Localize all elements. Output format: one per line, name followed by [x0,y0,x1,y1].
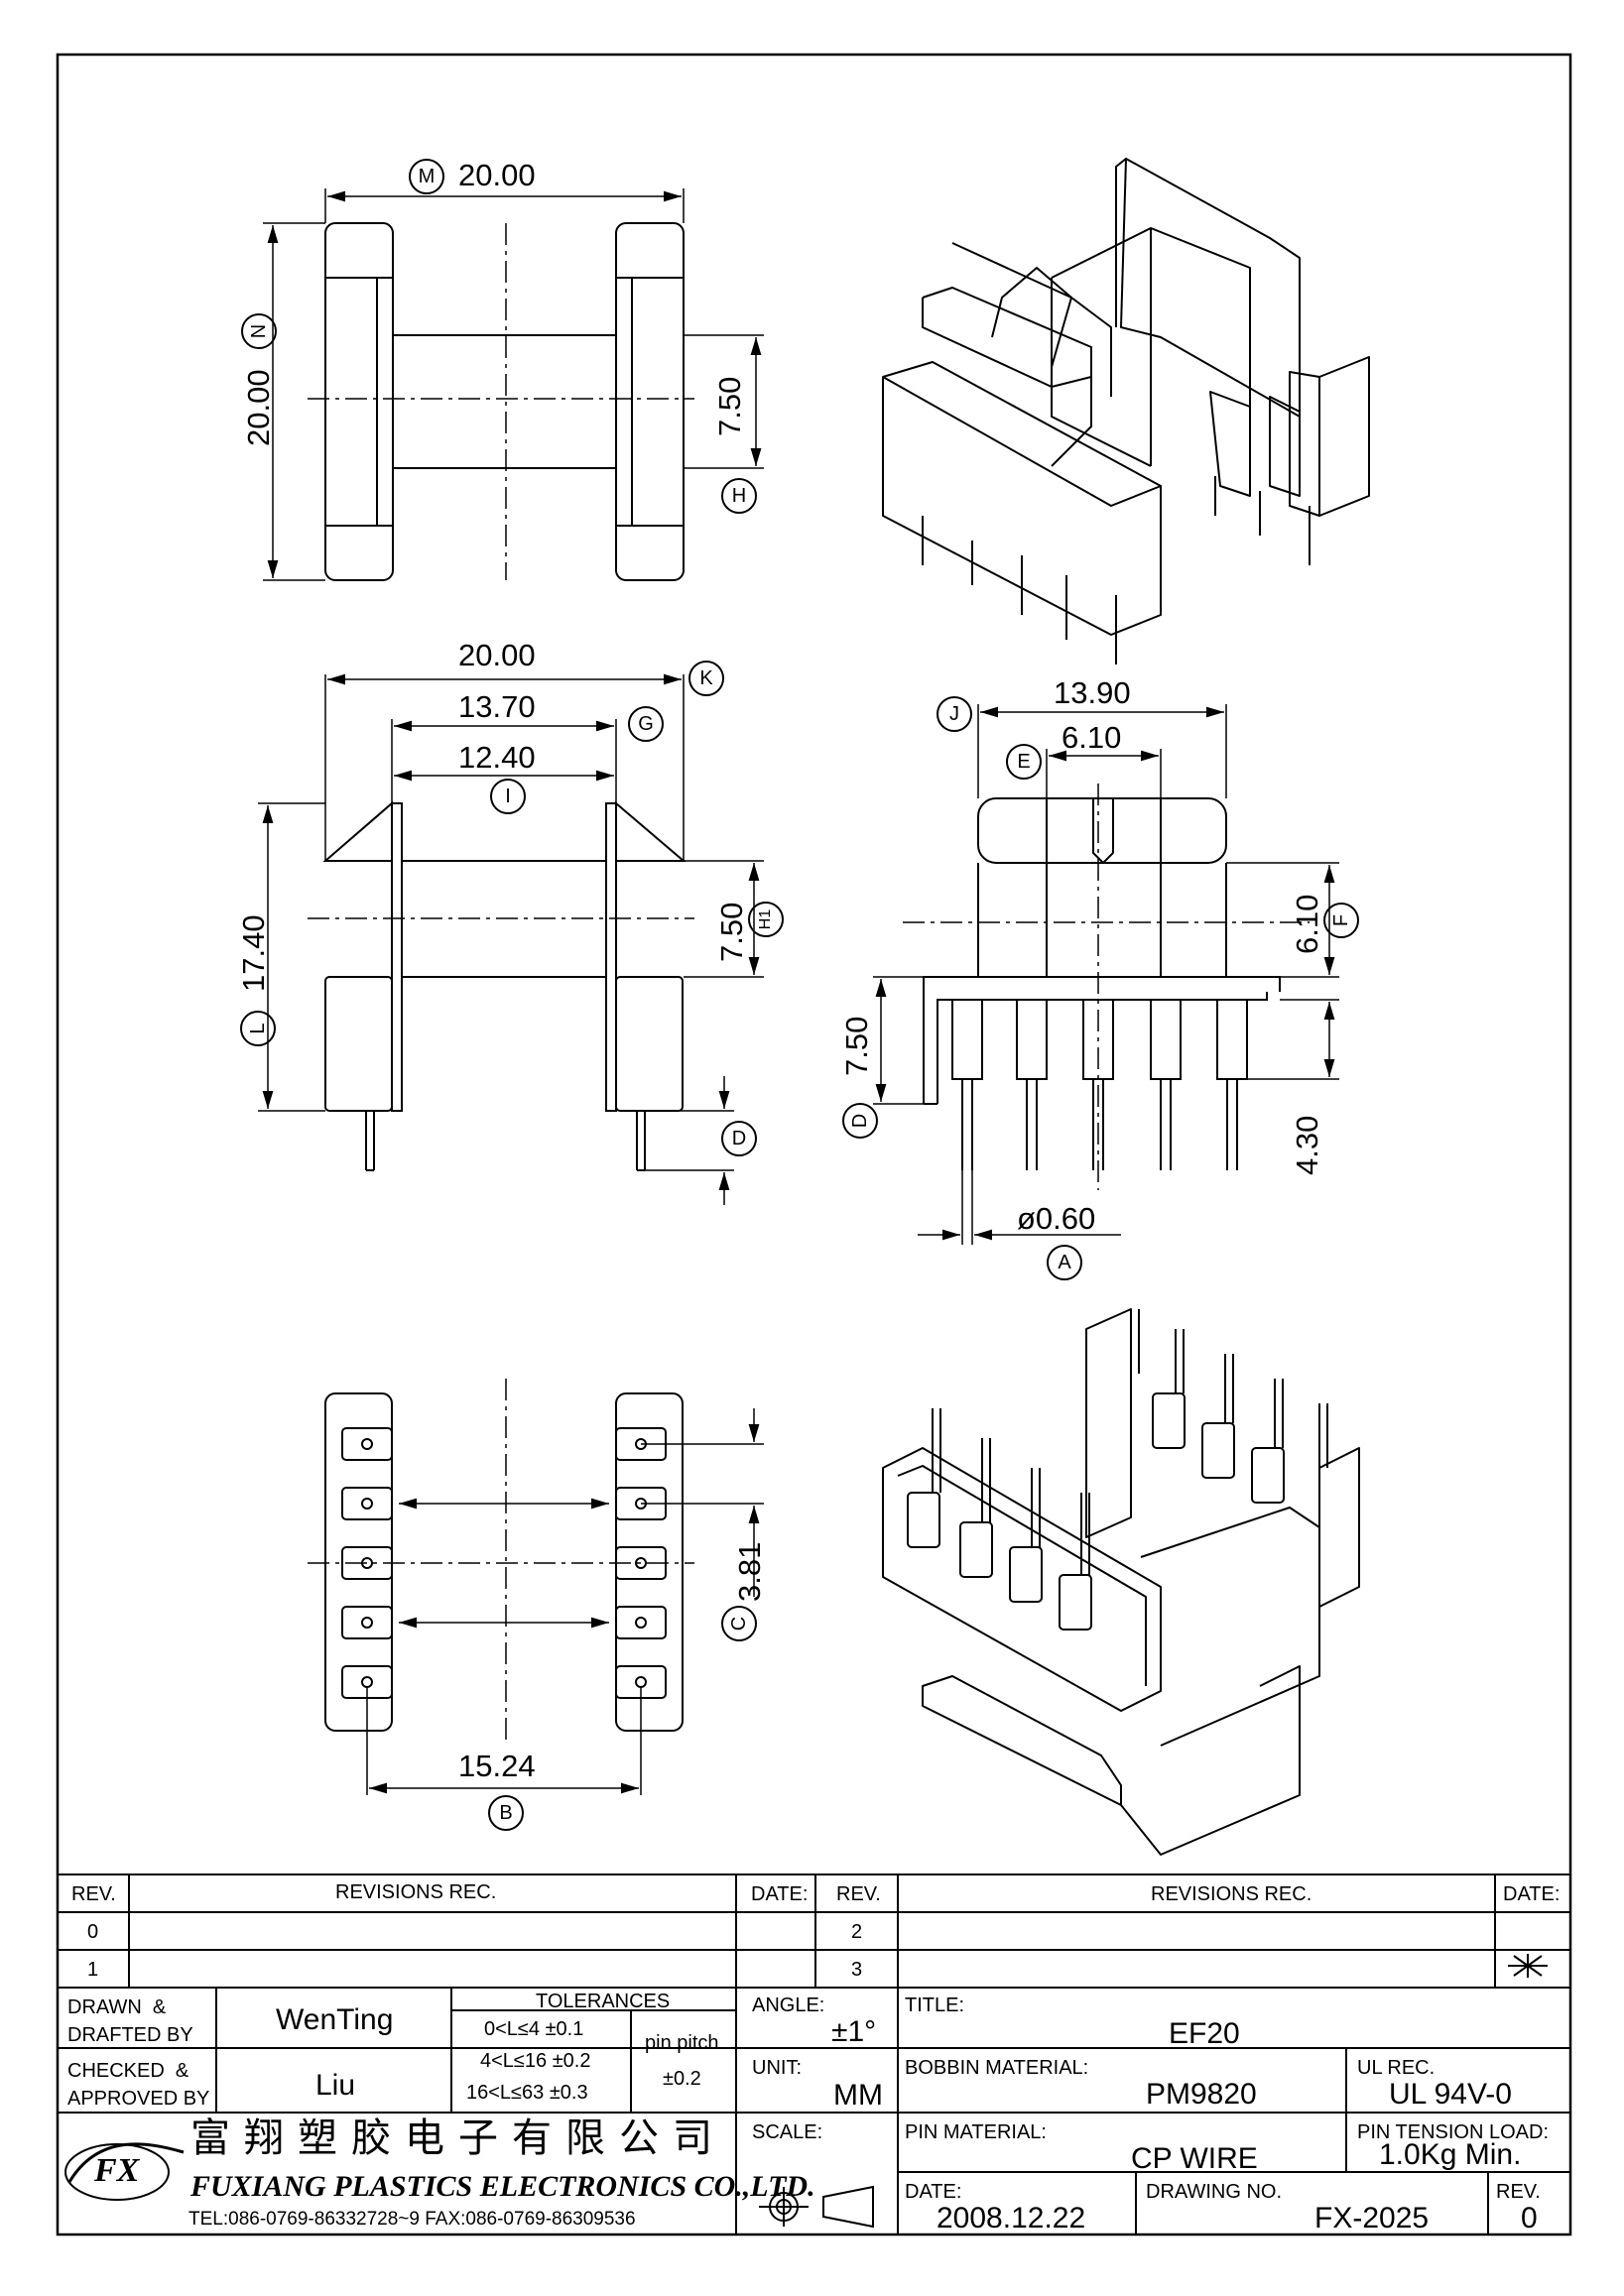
date-header-right: DATE: [1503,1883,1561,1905]
dim-f-height: 6.10 [1290,894,1324,954]
tol-row-1: 0<L≤4 ±0.1 [484,2018,584,2040]
bobbin-value: PM9820 [1146,2078,1257,2111]
angle-label: ANGLE: [752,1994,825,2016]
rev-header-left: REV. [71,1883,116,1905]
dim-pin-dia: ø0.60 [1017,1201,1096,1236]
drawing-no-value: FX-2025 [1314,2202,1430,2235]
pin-pitch-value: ±0.2 [663,2068,701,2090]
marker-e: E [1006,744,1042,780]
unit-value: MM [833,2079,883,2112]
end-view [873,704,1339,1245]
revisions-header-right: REVISIONS REC. [1151,1883,1312,1905]
dim-c-pitch: 3.81 [732,1541,767,1602]
company-name-en: FUXIANG PLASTICS ELECTRONICS CO.,LTD. [190,2170,815,2203]
revisions-header-left: REVISIONS REC. [335,1881,497,1903]
pin-material-value: CP WIRE [1131,2142,1258,2175]
marker-h1: H1 [748,902,784,937]
dim-j-width: 13.90 [1054,675,1131,710]
dim-m-width: 20.00 [458,158,536,192]
drawn-value: WenTing [276,2003,394,2036]
pin-pitch-label: pin pitch [645,2032,719,2054]
tol-row-3: 16<L≤63 ±0.3 [466,2082,588,2104]
rev-header-right: REV. [836,1883,881,1905]
ul-value: UL 94V-0 [1389,2078,1512,2111]
marker-n: N [241,313,277,349]
dim-h-gap: 7.50 [712,376,747,436]
pin-material-label: PIN MATERIAL: [905,2121,1047,2143]
unit-label: UNIT: [752,2057,802,2079]
rev-label: REV. [1496,2181,1541,2203]
checked-value: Liu [315,2069,356,2102]
rev-row-1: 1 [87,1959,99,1981]
bobbin-label: BOBBIN MATERIAL: [905,2057,1089,2079]
marker-g: G [628,706,664,742]
scale-label: SCALE: [752,2121,823,2143]
company-logo [64,2142,185,2201]
front-view [263,188,764,581]
marker-j: J [937,696,972,732]
angle-value: ±1° [831,2015,877,2048]
date-value: 2008.12.22 [937,2202,1086,2235]
marker-c: C [721,1606,757,1641]
pin-tension-value: 1.0Kg Min. [1379,2138,1522,2171]
company-name-cn: 富翔塑胶电子有限公司 [190,2115,726,2161]
date-label: DATE: [905,2181,962,2203]
title-block-lines [58,1873,1570,2235]
dim-left-height: 7.50 [839,1016,874,1076]
drawing-no-label: DRAWING NO. [1146,2181,1283,2203]
isometric-view-top [882,158,1370,665]
marker-m: M [409,159,444,194]
marker-b: B [488,1795,524,1831]
company-contact: TEL:086-0769-86332728~9 FAX:086-0769-863… [188,2209,636,2230]
dim-k-width: 20.00 [458,638,536,672]
dim-h1-gap: 7.50 [714,902,749,962]
date-header-left: DATE: [751,1883,809,1905]
rev-row-3: 3 [851,1959,863,1981]
bottom-view [308,1379,764,1795]
rev-value: 0 [1521,2202,1538,2235]
dim-e-width: 6.10 [1062,720,1122,755]
marker-f: F [1323,903,1359,938]
tol-row-2: 4<L≤16 ±0.2 [480,2050,591,2072]
marker-i: I [490,779,526,814]
marker-d: D [721,1121,757,1156]
title-label: TITLE: [905,1994,965,2016]
checked-label: CHECKED & APPROVED BY [67,2060,210,2110]
marker-h: H [721,478,757,514]
dim-n-height: 20.00 [241,369,276,446]
dim-i-width: 12.40 [458,740,536,775]
marker-l: L [240,1011,276,1046]
side-view [258,673,764,1205]
drawn-label: DRAWN & DRAFTED BY [67,1996,193,2046]
rev-row-0: 0 [87,1921,99,1943]
logo-text: FX [94,2152,140,2189]
marker-d2: D [842,1103,878,1139]
tolerances-label: TOLERANCES [536,1991,671,2012]
title-value: EF20 [1169,2017,1240,2050]
dim-pin-length: 4.30 [1290,1115,1324,1175]
rev-row-2: 2 [851,1921,863,1943]
pin-tension-label: PIN TENSION LOAD: [1357,2121,1550,2143]
dim-g-width: 13.70 [458,689,536,724]
dim-b-span: 15.24 [458,1749,536,1783]
isometric-view-bottom [882,1308,1360,1856]
ul-label: UL REC. [1357,2057,1436,2079]
marker-k: K [688,661,724,696]
dim-l-height: 17.40 [236,914,271,992]
marker-a: A [1047,1245,1082,1280]
